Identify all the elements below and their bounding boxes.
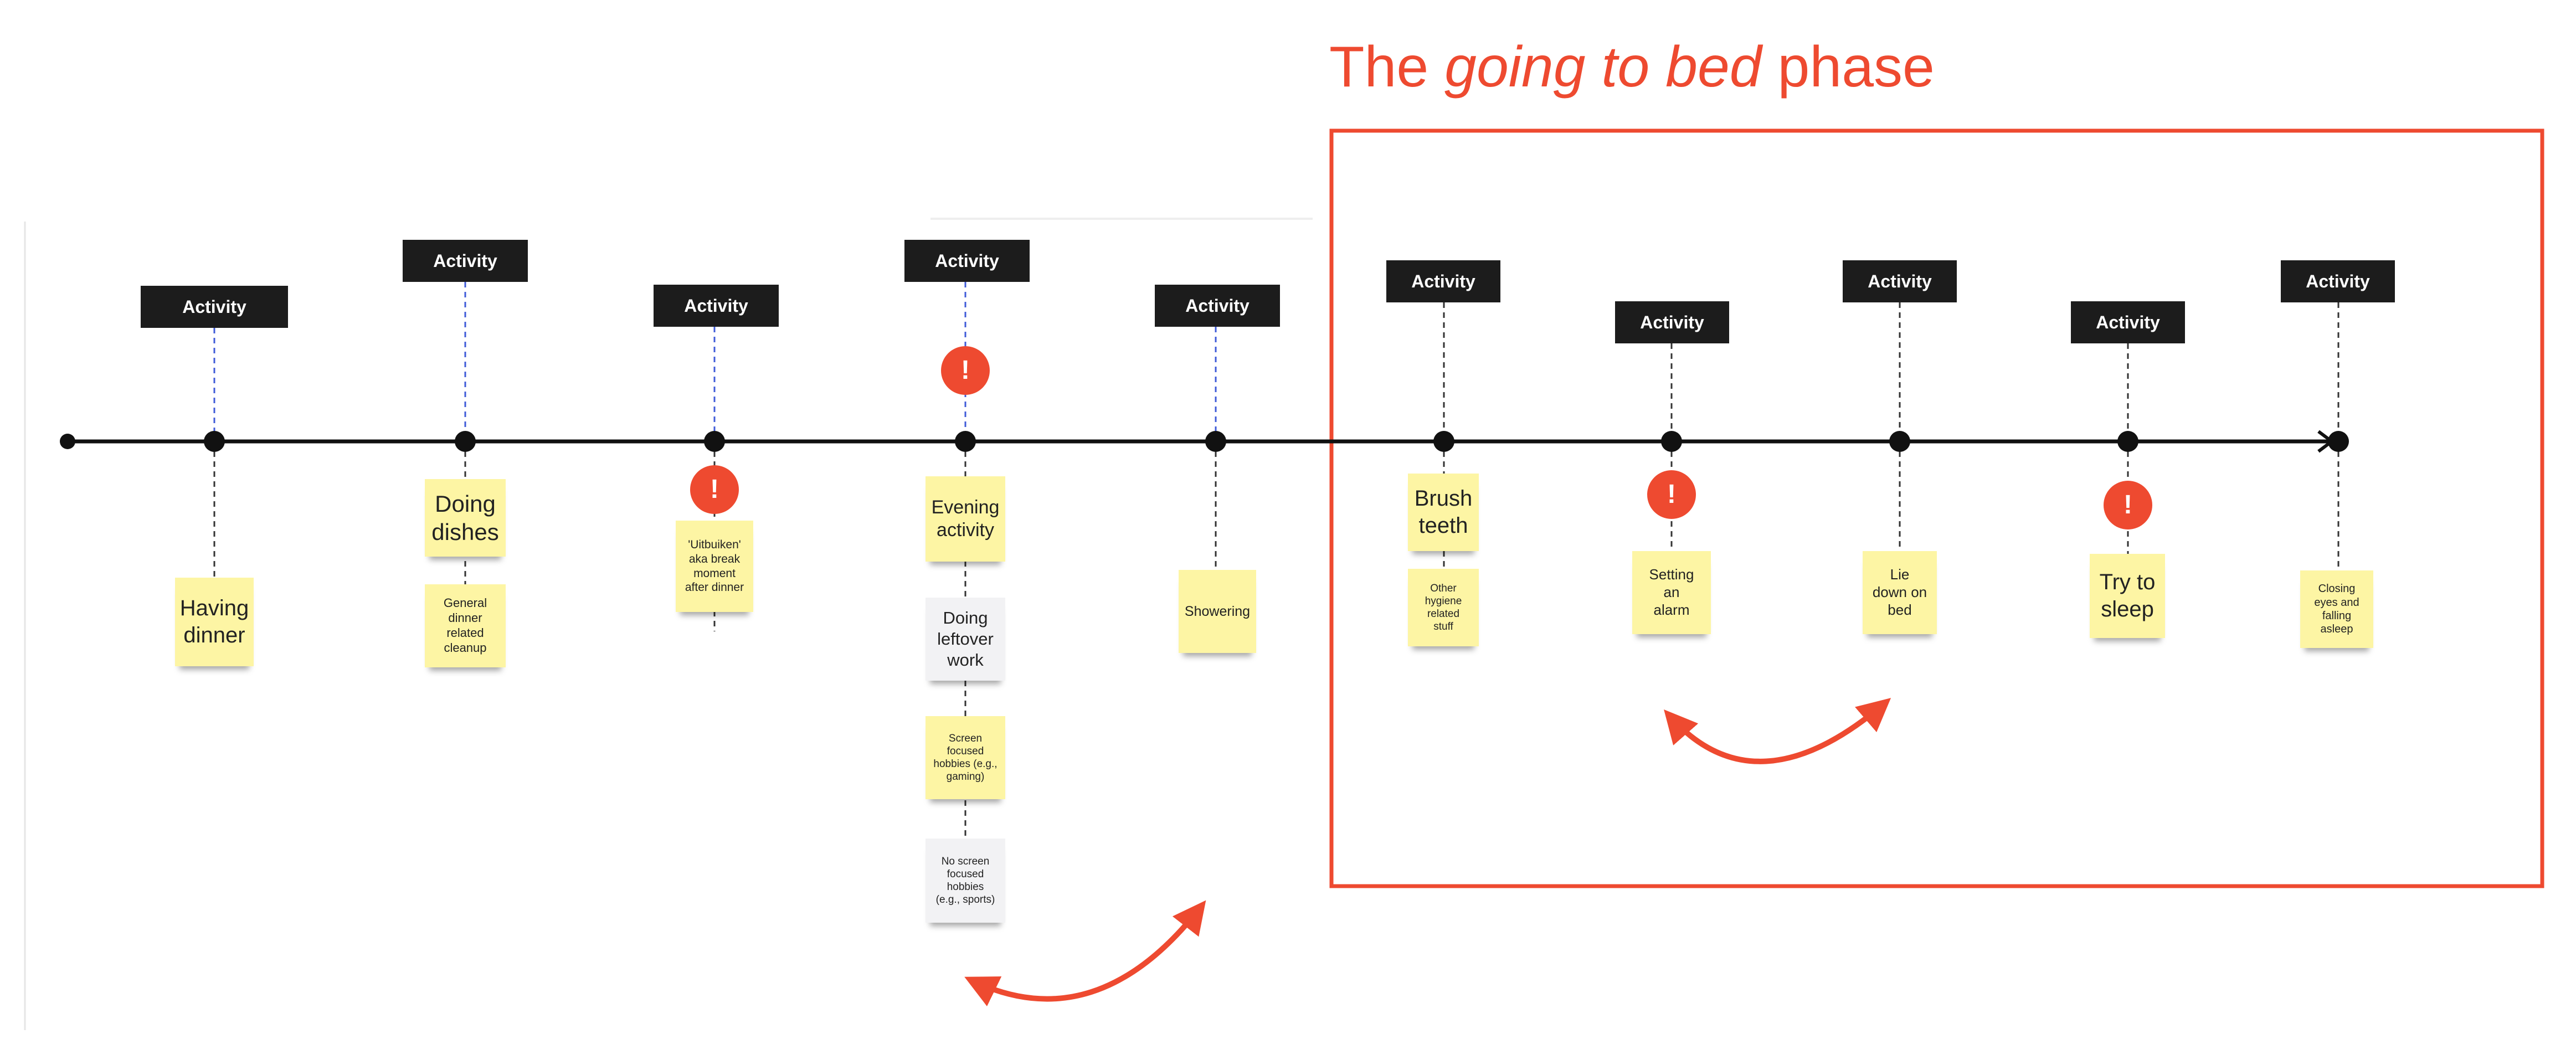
sticky-note[interactable]: Setting an alarm [1632, 551, 1711, 634]
activity-tag[interactable]: Activity [403, 240, 528, 282]
sticky-note[interactable]: Other hygiene related stuff [1408, 569, 1479, 646]
sticky-note[interactable]: Doing leftover work [925, 598, 1005, 681]
sticky-note[interactable]: General dinner related cleanup [425, 584, 506, 667]
sticky-note[interactable]: Lie down on bed [1863, 551, 1937, 634]
timeline-node [1889, 431, 1910, 452]
sticky-note[interactable]: Try to sleep [2090, 554, 2165, 638]
going-to-bed-phase-title: The going to bed phase [1329, 34, 2548, 100]
activity-tag[interactable]: Activity [1843, 260, 1957, 302]
timeline-node [1433, 431, 1454, 452]
loop-arrow-evening [964, 900, 1206, 1006]
sticky-note[interactable]: Having dinner [175, 578, 254, 666]
timeline-node [2117, 431, 2138, 452]
loop-arrow-bedtime [1664, 698, 1891, 764]
activity-tag[interactable]: Activity [1386, 260, 1500, 302]
alert-icon: ! [2104, 481, 2152, 529]
timeline-node [455, 431, 476, 452]
timeline-node [1205, 431, 1226, 452]
timeline-node [955, 431, 976, 452]
timeline-node [704, 431, 725, 452]
sticky-note[interactable]: 'Uitbuiken' aka break moment after dinne… [676, 521, 753, 612]
timeline-start-dot [60, 434, 75, 449]
sticky-note[interactable]: Screen focused hobbies (e.g., gaming) [925, 716, 1005, 799]
sticky-note[interactable]: Evening activity [925, 476, 1005, 562]
frame-title-emphasis: going to bed [1444, 35, 1762, 99]
alert-icon: ! [690, 465, 739, 514]
frame-title-prefix: The [1329, 35, 1445, 99]
activity-tag[interactable]: Activity [2281, 260, 2395, 302]
activity-tag[interactable]: Activity [2071, 301, 2185, 343]
activity-tag[interactable]: Activity [141, 286, 288, 328]
alert-icon: ! [1647, 470, 1696, 519]
frame-title-suffix: phase [1761, 35, 1935, 99]
sticky-note[interactable]: Brush teeth [1408, 474, 1479, 551]
timeline-node [2328, 431, 2349, 452]
activity-tag[interactable]: Activity [1615, 301, 1729, 343]
activity-tag[interactable]: Activity [904, 240, 1030, 282]
timeline-node [204, 431, 225, 452]
activity-tag[interactable]: Activity [1155, 285, 1280, 327]
sticky-note[interactable]: Showering [1179, 570, 1256, 653]
activity-tag[interactable]: Activity [654, 285, 779, 327]
sticky-note[interactable]: Closing eyes and falling asleep [2300, 570, 2373, 648]
timeline-node [1661, 431, 1682, 452]
sticky-note[interactable]: No screen focused hobbies (e.g., sports) [925, 839, 1005, 923]
going-to-bed-frame [1329, 128, 2544, 888]
alert-icon: ! [941, 346, 990, 395]
sticky-note[interactable]: Doing dishes [425, 479, 506, 557]
